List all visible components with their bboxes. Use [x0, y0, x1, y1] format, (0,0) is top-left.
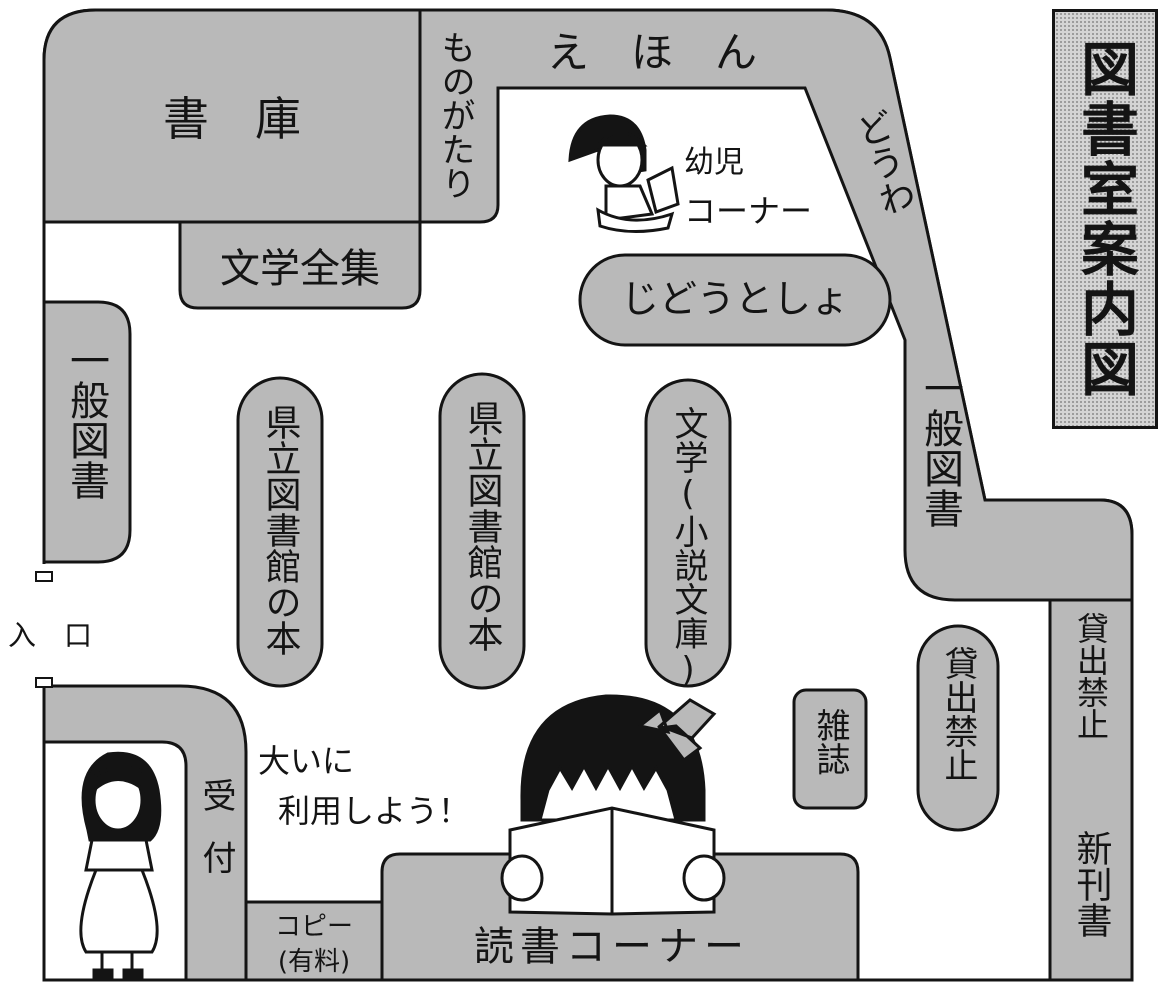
kenritsu-pill-1	[236, 376, 324, 688]
entrance-label: 入 口	[8, 619, 92, 652]
copy-block	[244, 900, 384, 982]
kenritsu-label-2: 県立図書館の本	[462, 400, 504, 652]
jidou-tosho-pill	[578, 253, 892, 347]
shoko-block	[42, 8, 422, 224]
perimeter-shelf	[418, 8, 1134, 602]
girl-reading-illustration	[500, 694, 726, 916]
copy-label-1: コピー	[275, 912, 353, 942]
zasshi-label: 雑誌	[810, 708, 850, 776]
dokusho-corner-label: 読書コーナー	[474, 924, 750, 970]
ippan-tosho-left-block	[42, 300, 132, 564]
youji-corner-label-1: 幼児	[684, 145, 744, 180]
slogan-line-2: 利用しよう！	[278, 792, 470, 830]
map-title: 図書室案内図	[1071, 39, 1139, 399]
entrance-door-marker-bottom	[35, 677, 53, 688]
uketsuke-label: 受付	[196, 778, 236, 902]
zasshi-block	[792, 688, 868, 810]
bungaku-zenshu-label: 文学全集	[220, 246, 380, 292]
kashidashi-kinshi-shelf-label: 貸出禁止	[1072, 612, 1110, 740]
bungaku-shousetsu-pill	[644, 378, 732, 688]
jidou-tosho-label: じどうとしょ	[621, 277, 849, 321]
slogan-line-1: 大いに	[258, 742, 354, 780]
child-reading-illustration	[568, 114, 680, 234]
shoko-label: 書 庫	[163, 92, 301, 146]
copy-label-2: (有料)	[278, 947, 350, 977]
shinkansho-label: 新刊書	[1071, 830, 1112, 938]
kenritsu-label-1: 県立図書館の本	[260, 404, 302, 656]
entrance-door-marker-top	[35, 571, 53, 582]
youji-corner-label-2: コーナー	[684, 192, 812, 230]
dokusho-corner-block	[380, 852, 860, 982]
shinkansho-block	[1048, 598, 1134, 982]
kashidashi-kinshi-pill	[916, 624, 1000, 832]
bungaku-zenshu-block	[178, 220, 422, 310]
ehon-label: え ほ ん	[547, 28, 757, 77]
kenritsu-pill-2	[438, 372, 526, 690]
bungaku-shousetsu-label: 文学(小説文庫)	[668, 406, 708, 690]
monogatari-label: ものがたり	[435, 30, 475, 200]
librarian-illustration	[79, 751, 162, 980]
kashidashi-kinshi-pill-label: 貸出禁止	[938, 646, 978, 782]
ippan-tosho-left-label: 一般図書	[63, 340, 109, 500]
ippan-tosho-right-label: 一般図書	[917, 368, 963, 528]
map-title-box: 図書室案内図	[1052, 9, 1158, 429]
